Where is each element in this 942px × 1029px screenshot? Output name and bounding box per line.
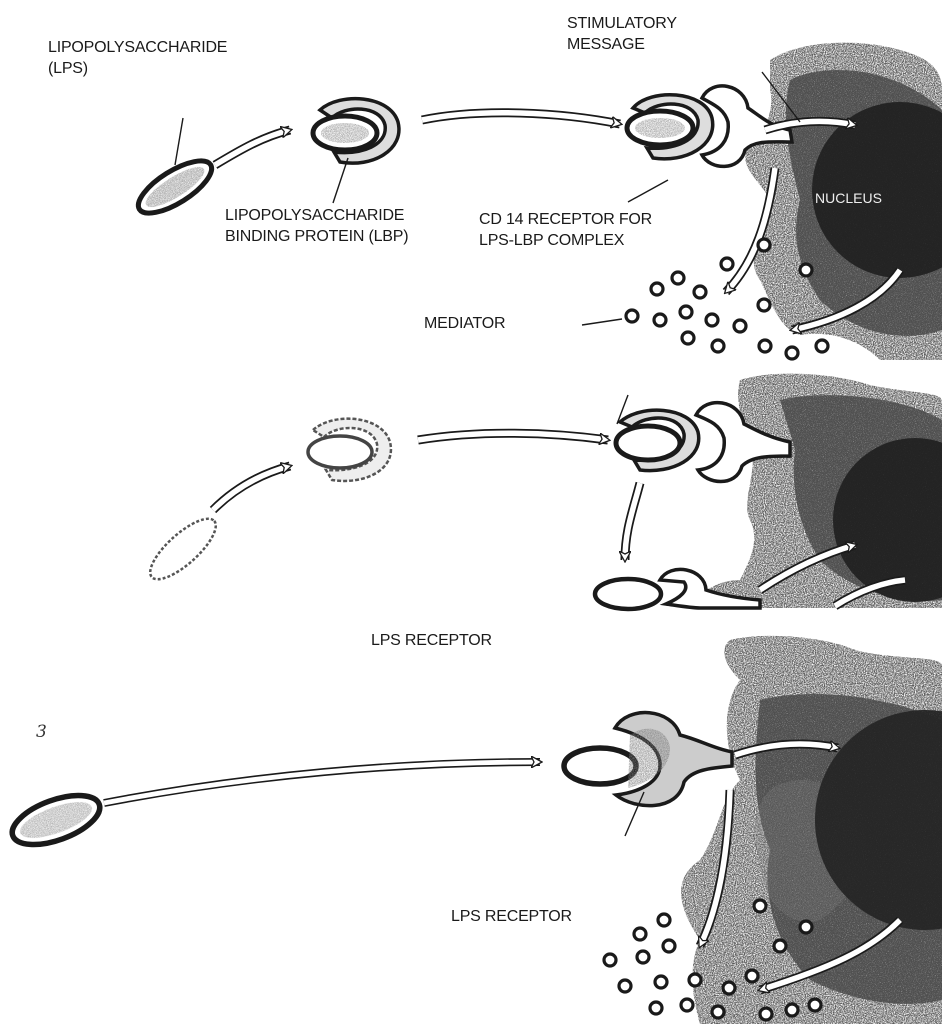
lps-lbp-complex-2 xyxy=(308,419,391,481)
cell-panel-3 xyxy=(681,636,942,1024)
label-cd14-line1: CD 14 RECEPTOR FOR xyxy=(479,211,652,228)
label-stim-line2: MESSAGE xyxy=(567,36,645,53)
label-lbp-line1: LIPOPOLYSACCHARIDE xyxy=(225,207,404,224)
lps-on-receptor xyxy=(564,713,732,806)
label-lps: LIPOPOLYSACCHARIDE (LPS) xyxy=(48,37,227,79)
lps-particle-faded xyxy=(142,510,224,589)
panel-number-3: 3 xyxy=(36,722,47,742)
label-lps-receptor-mid: LPS RECEPTOR xyxy=(371,630,492,651)
label-stimulatory-message: STIMULATORY MESSAGE xyxy=(567,13,677,55)
label-cd14: CD 14 RECEPTOR FOR LPS-LBP COMPLEX xyxy=(479,209,652,251)
complex-on-cd14 xyxy=(627,95,713,159)
label-mediator: MEDIATOR xyxy=(424,313,505,334)
label-lps-line2: (LPS) xyxy=(48,60,88,77)
label-lbp: LIPOPOLYSACCHARIDE BINDING PROTEIN (LBP) xyxy=(225,205,408,247)
panel-2 xyxy=(142,374,942,609)
label-nucleus: NUCLEUS xyxy=(815,188,882,209)
label-lps-line1: LIPOPOLYSACCHARIDE xyxy=(48,39,227,56)
panel-3 xyxy=(6,636,942,1024)
label-cd14-line2: LPS-LBP COMPLEX xyxy=(479,232,624,249)
label-stim-line1: STIMULATORY xyxy=(567,15,677,32)
lps-particle-3 xyxy=(6,785,106,854)
lps-lbp-complex xyxy=(313,99,399,163)
label-lps-receptor-bottom: LPS RECEPTOR xyxy=(451,906,572,927)
label-lbp-line2: BINDING PROTEIN (LBP) xyxy=(225,228,408,245)
